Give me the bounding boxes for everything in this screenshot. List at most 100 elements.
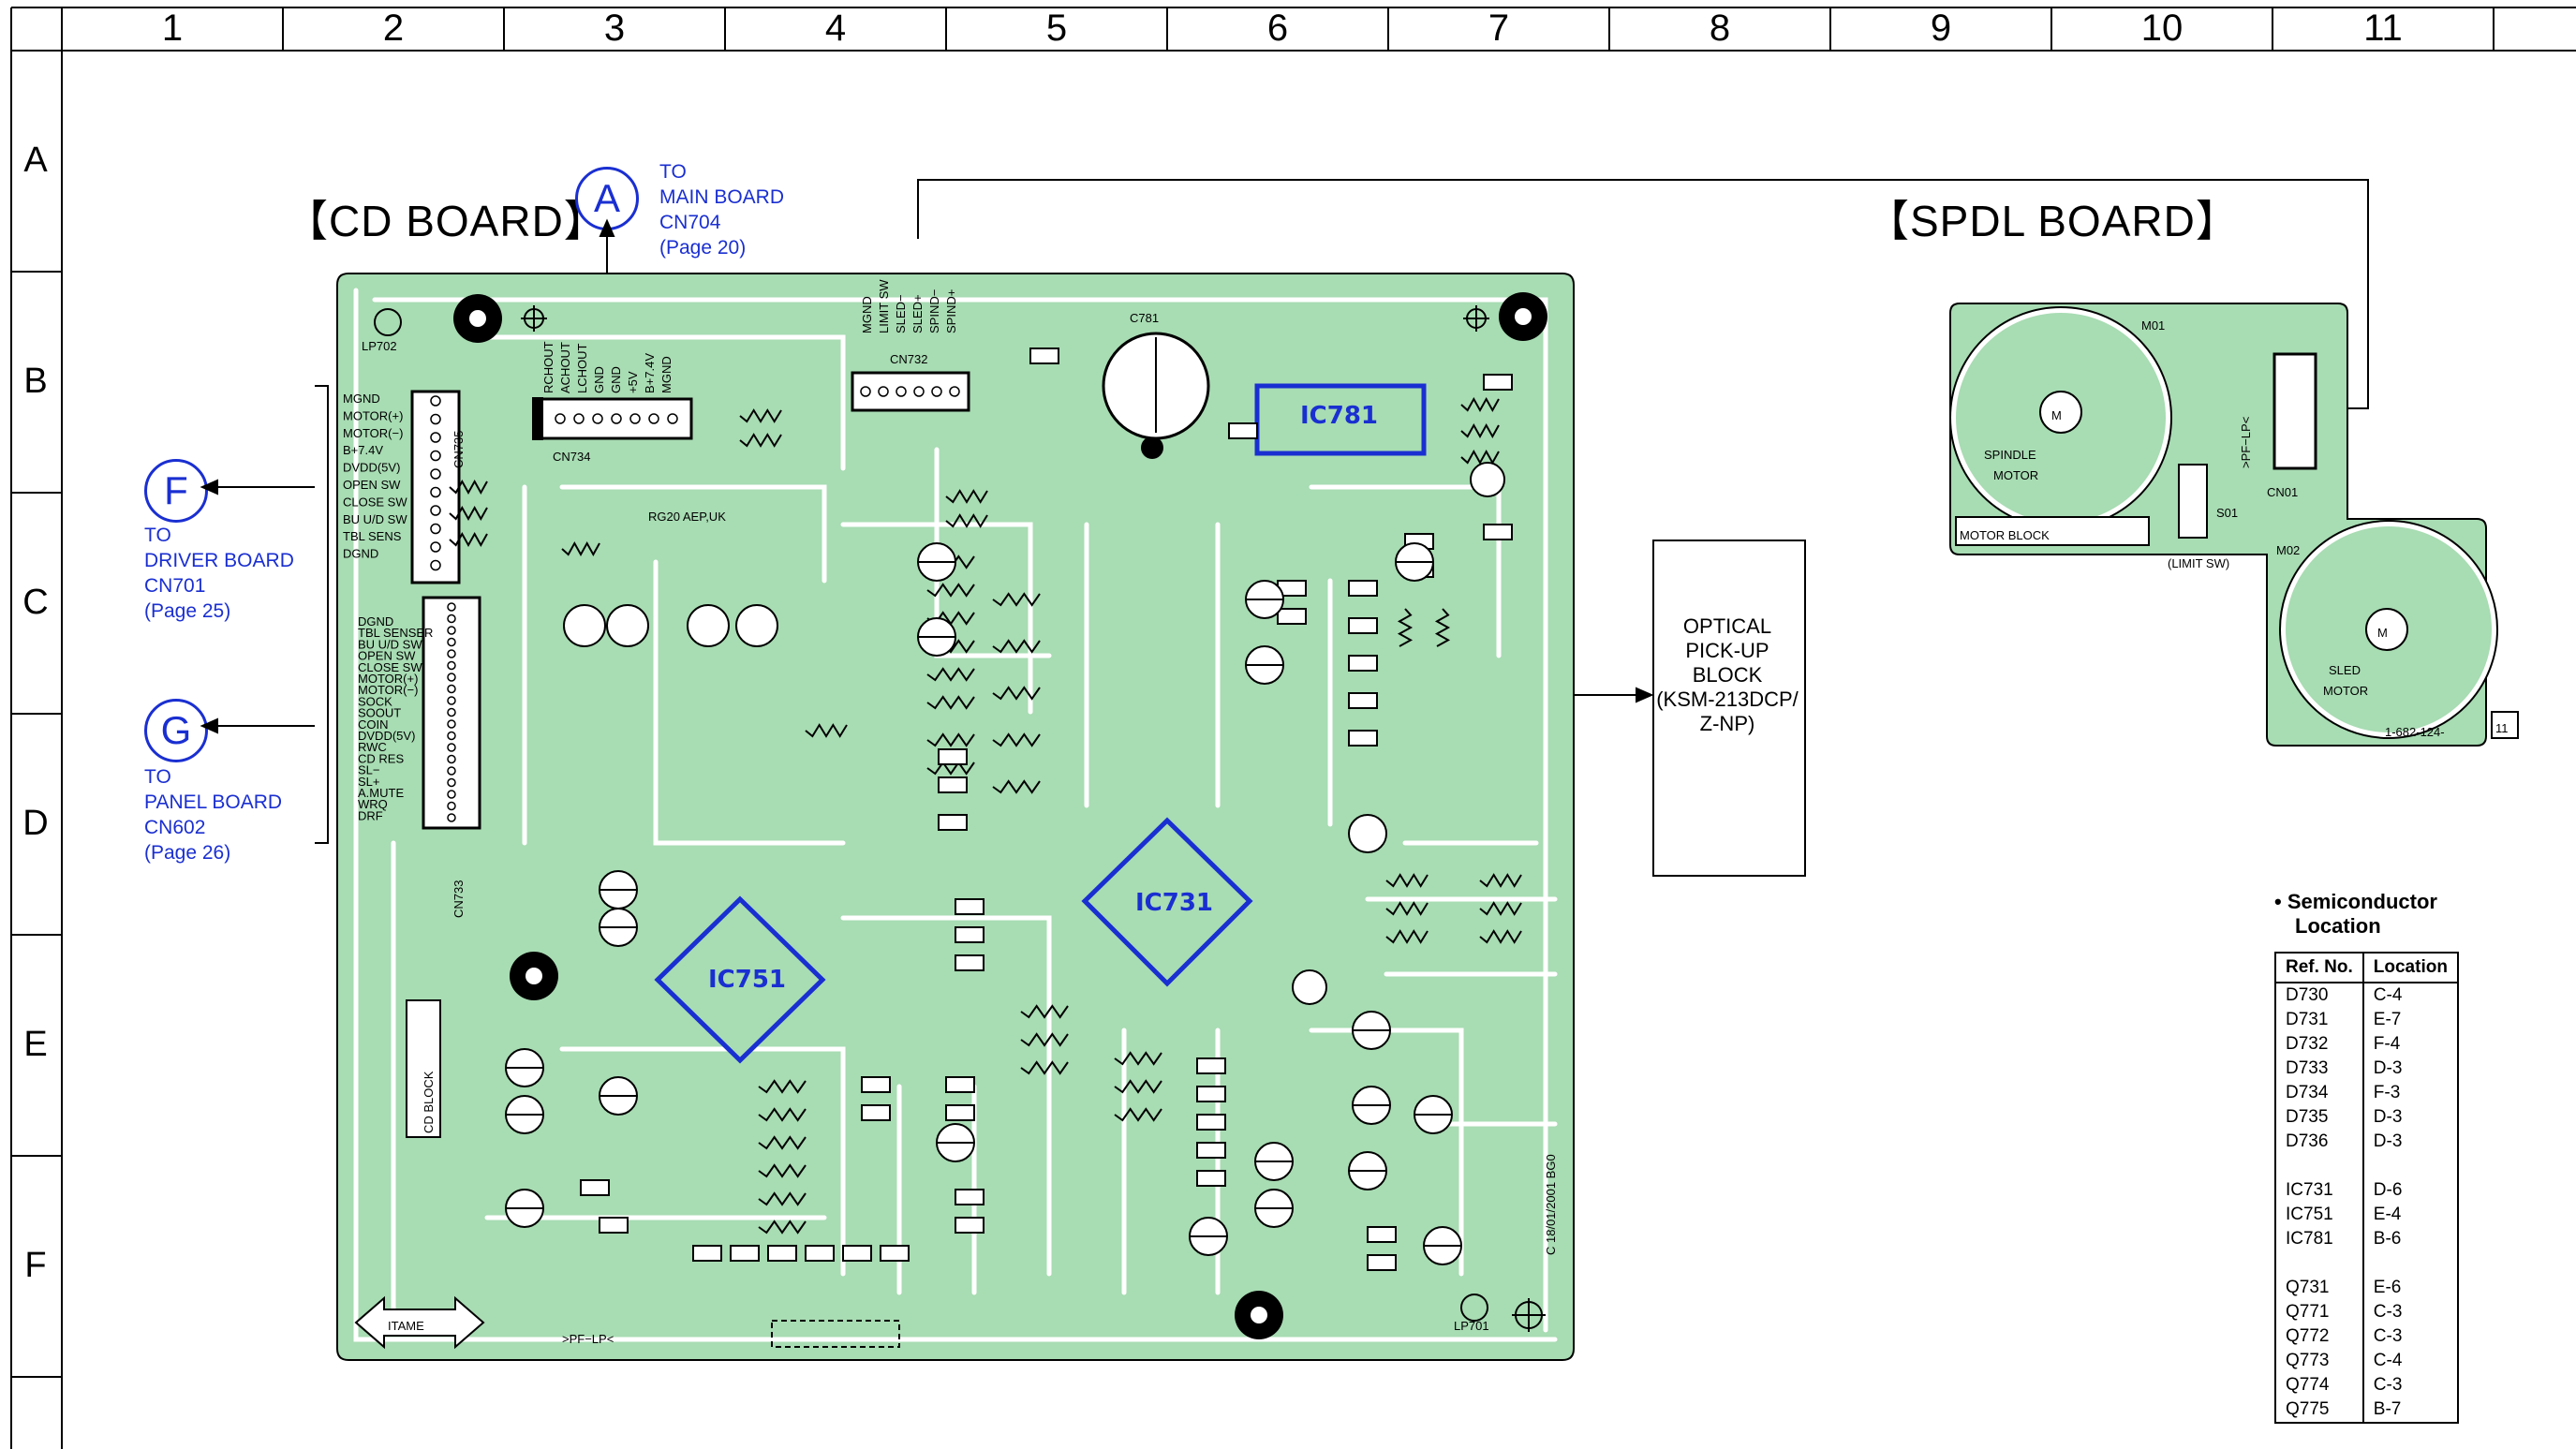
pin-label: TBL SENSER — [358, 626, 433, 640]
table-row — [2274, 1154, 2459, 1178]
table-row — [2274, 1251, 2459, 1276]
lp702-label: LP702 — [362, 339, 397, 353]
ic731-label: IC731 — [1135, 889, 1213, 917]
connector-a-text: TO MAIN BOARD CN704 (Page 20) — [659, 159, 784, 260]
connector-g-text: TO PANEL BOARD CN602 (Page 26) — [144, 764, 282, 865]
pin-label: CLOSE SW — [343, 495, 407, 509]
pin-label: MOTOR(+) — [358, 672, 418, 686]
connector-g-line: CN602 — [144, 817, 206, 838]
pin-label: RWC — [358, 740, 387, 754]
pin-label: DVDD(5V) — [358, 729, 415, 743]
pickup-line: PICK-UP — [1685, 639, 1769, 662]
pin-label: SLED− — [894, 294, 908, 333]
pickup-line: (KSM-213DCP/ — [1656, 688, 1799, 711]
optical-pickup-box — [1652, 540, 1806, 877]
pin-label: MOTOR(−) — [358, 683, 418, 697]
pin-label: RCHOUT — [541, 341, 555, 393]
grid-row-label: F — [24, 1246, 47, 1285]
pin-label: DVDD(5V) — [343, 461, 400, 475]
connector-g-line: (Page 26) — [144, 842, 231, 864]
ref-no-cell: D733 — [2274, 1057, 2364, 1081]
connector-g-badge: G — [144, 699, 208, 762]
pin-label: LCHOUT — [575, 343, 589, 393]
semi-title-line: • Semiconductor — [2274, 890, 2437, 913]
cd-board-title: 【CD BOARD】 — [285, 197, 608, 245]
location-cell: B-7 — [2361, 1397, 2459, 1424]
limit-sw-label: (LIMIT SW) — [2168, 556, 2229, 570]
pin-label: WRQ — [358, 797, 388, 811]
pin-label: BU U/D SW — [343, 512, 407, 526]
pin-label: ACHOUT — [558, 342, 572, 393]
connector-f-line: DRIVER BOARD — [144, 550, 294, 571]
svg-text:M: M — [2051, 408, 2062, 422]
pin-label: TBL SENS — [343, 529, 402, 543]
ref-no-cell: IC731 — [2274, 1178, 2364, 1203]
connector-f-line: CN701 — [144, 575, 206, 597]
pin-label: OPEN SW — [358, 649, 416, 663]
grid-column-label: 2 — [382, 7, 405, 49]
s01-label: S01 — [2216, 506, 2238, 520]
itame-label: ITAME — [388, 1319, 424, 1333]
spindle-motor-label: SPINDLE — [1984, 448, 2036, 462]
ref-no-cell: D736 — [2274, 1130, 2364, 1154]
pin-label: SPIND− — [927, 289, 941, 333]
date-stamp: C 18/01/2001 BG0 — [1544, 1154, 1558, 1255]
pin-label: BU U/D SW — [358, 637, 422, 651]
pin-label: MGND — [659, 356, 674, 393]
ref-no-cell: Q772 — [2274, 1324, 2364, 1349]
ref-no-cell: D731 — [2274, 1008, 2364, 1032]
pin-label: SPIND+ — [944, 289, 958, 333]
pin-label: OPEN SW — [343, 478, 401, 492]
location-cell: D-3 — [2361, 1130, 2459, 1154]
ref-no-cell: D735 — [2274, 1105, 2364, 1130]
pickup-line: Z-NP) — [1699, 712, 1755, 735]
grid-row-label: E — [23, 1025, 48, 1064]
spdl-pf-lp-label: >PF−LP< — [2239, 417, 2253, 468]
location-cell — [2361, 1154, 2459, 1178]
pin-label: SLED+ — [910, 294, 925, 333]
m02-label: M02 — [2276, 543, 2300, 557]
location-cell: C-3 — [2361, 1373, 2459, 1397]
grid-row-label: A — [23, 140, 48, 180]
pin-label: A.MUTE — [358, 786, 404, 800]
grid-row-label: D — [22, 804, 49, 843]
location-cell: C-3 — [2361, 1324, 2459, 1349]
pin-label: MOTOR(−) — [343, 426, 403, 440]
s01-switch — [2178, 464, 2208, 539]
connector-f-line: (Page 25) — [144, 600, 231, 622]
cn734-connector — [540, 397, 693, 440]
cn734-label: CN734 — [553, 450, 590, 464]
grid-column-label: 8 — [1709, 7, 1731, 49]
grid-column-label: 6 — [1266, 7, 1289, 49]
location-cell: D-3 — [2361, 1105, 2459, 1130]
svg-text:M: M — [2377, 626, 2388, 640]
grid-column-label: 11 — [2363, 7, 2403, 49]
location-cell: B-6 — [2361, 1227, 2459, 1251]
pin-label: LIMIT SW — [877, 279, 891, 333]
pin-label: SOCK — [358, 694, 392, 708]
cn732-label: CN732 — [890, 352, 927, 366]
cn01-label: CN01 — [2267, 485, 2298, 499]
pf-lp-label: >PF−LP< — [562, 1332, 614, 1346]
pin-label: DRF — [358, 808, 383, 822]
itame-arrow — [354, 1295, 485, 1350]
m01-label: M01 — [2141, 318, 2165, 333]
connector-g-line: TO — [144, 766, 171, 788]
ref-no-cell: Q773 — [2274, 1349, 2364, 1373]
ref-no-cell: Q774 — [2274, 1373, 2364, 1397]
pin-label: B+7.4V — [643, 353, 657, 393]
cd-block-label: CD BLOCK — [422, 1071, 436, 1133]
optical-pickup-label: OPTICAL PICK-UP BLOCK (KSM-213DCP/ Z-NP) — [1652, 614, 1802, 736]
ref-no-cell: D730 — [2274, 983, 2364, 1008]
